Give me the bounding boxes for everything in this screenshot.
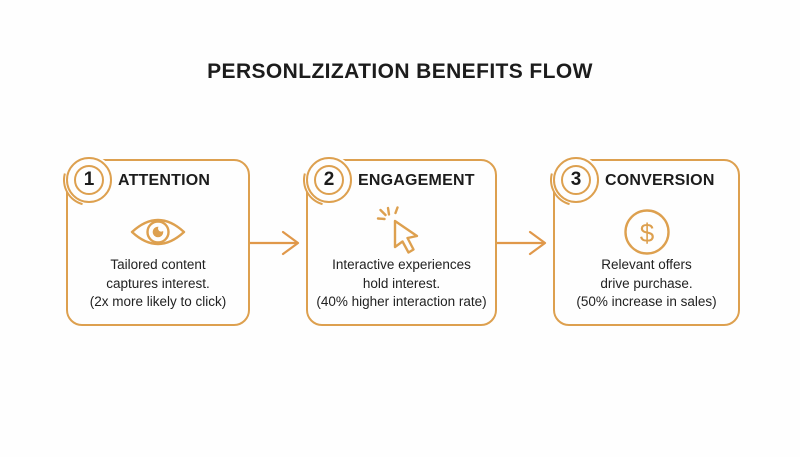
step-card-attention: 1 ATTENTION Tailored content captures in… xyxy=(53,144,250,326)
step-number-badge: 1 xyxy=(74,165,104,195)
description-line: (2x more likely to click) xyxy=(89,294,227,309)
step-label: CONVERSION xyxy=(605,172,715,189)
step-card-conversion: 3 CONVERSION $ Relevant offers drive pur… xyxy=(540,144,740,326)
dollar-circle-icon: $ xyxy=(555,205,738,259)
description-line: captures interest. xyxy=(106,275,210,291)
flow-arrow-right-icon xyxy=(250,230,306,256)
step-description: Tailored content captures interest. (2x … xyxy=(68,256,248,312)
step-number-badge: 2 xyxy=(314,165,344,195)
step-number-badge: 3 xyxy=(561,165,591,195)
step-description: Interactive experiences hold interest. (… xyxy=(308,256,495,312)
description-line: Tailored content xyxy=(110,257,206,272)
step-number: 2 xyxy=(323,169,335,190)
eye-icon xyxy=(68,205,248,259)
badge-outer-ring xyxy=(306,157,352,203)
badge-outer-ring xyxy=(553,157,599,203)
description-line: Interactive experiences xyxy=(332,257,471,272)
step-card-engagement: 2 ENGAGEMENT Interactive experiences hol… xyxy=(293,144,497,326)
badge-outer-ring xyxy=(66,157,112,203)
dollar-glyph: $ xyxy=(639,218,654,248)
description-line: drive purchase. xyxy=(600,275,693,291)
description-line: hold interest. xyxy=(362,275,441,291)
step-number: 1 xyxy=(83,169,95,190)
page-title: PERSONLZIZATION BENEFITS FLOW xyxy=(207,60,593,83)
description-line: (50% increase in sales) xyxy=(576,294,717,309)
cursor-click-icon xyxy=(308,205,495,259)
step-number: 3 xyxy=(570,169,582,190)
flow-arrow-right-icon xyxy=(497,230,553,256)
step-description: Relevant offers drive purchase. (50% inc… xyxy=(555,256,738,312)
step-label: ENGAGEMENT xyxy=(358,172,475,189)
step-label: ATTENTION xyxy=(118,172,211,189)
description-line: Relevant offers xyxy=(601,257,692,272)
description-line: (40% higher interaction rate) xyxy=(316,294,487,309)
